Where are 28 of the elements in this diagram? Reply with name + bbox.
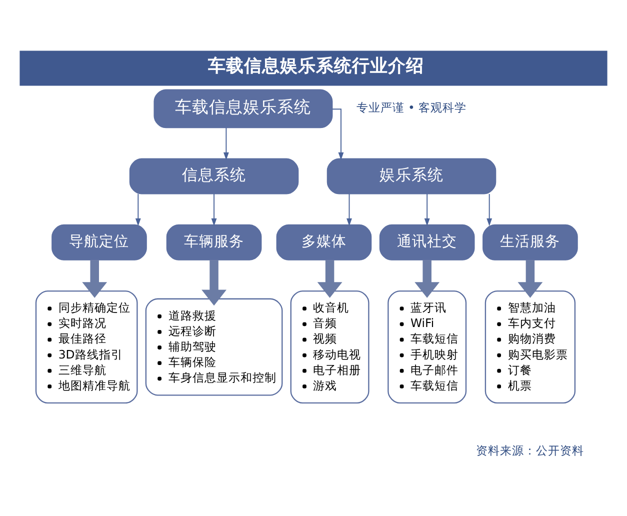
node-box: 信息系统 [129, 158, 299, 194]
node-box: 蓝牙讯 WiFi 车载短信 手机映射 电子邮件 车载短信 [388, 290, 467, 404]
arrow [414, 260, 440, 298]
node-box: 同步精确定位 实时路况 最佳路径 3D路线指引 三维导航 地图精准导航 [35, 290, 138, 404]
diagram-title: 车载信息娱乐系统行业介绍 [208, 56, 424, 77]
arrow [346, 194, 352, 226]
arrow [486, 194, 492, 226]
node-box: 导航定位 [52, 224, 147, 260]
node-box: 娱乐系统 [326, 158, 496, 194]
label: 资料来源：公开资料 [476, 444, 584, 458]
node-box: 道路救援 远程诊断 辅助驾驶 车辆保险 车身信息显示和控制 [145, 298, 283, 396]
arrow [223, 127, 229, 160]
arrow [332, 108, 344, 160]
node-box: 生活服务 [482, 224, 578, 260]
arrow [82, 260, 108, 298]
node-box: 车载信息娱乐系统 [154, 89, 333, 128]
label: 专业严谨 • 客观科学 [356, 100, 467, 115]
arrow [135, 194, 141, 226]
arrow [424, 194, 430, 226]
node-box: 车辆服务 [166, 224, 262, 260]
arrow [202, 260, 226, 306]
node-box: 多媒体 [276, 224, 372, 260]
arrow [518, 260, 543, 298]
node-box: 收音机 音频 视频 移动电视 电子相册 游戏 [290, 290, 370, 404]
node-box: 通讯社交 [379, 224, 475, 260]
arrow [317, 260, 342, 298]
arrow [211, 194, 217, 226]
node-box: 智慧加油 车内支付 购物消费 购买电影票 订餐 机票 [484, 290, 576, 404]
